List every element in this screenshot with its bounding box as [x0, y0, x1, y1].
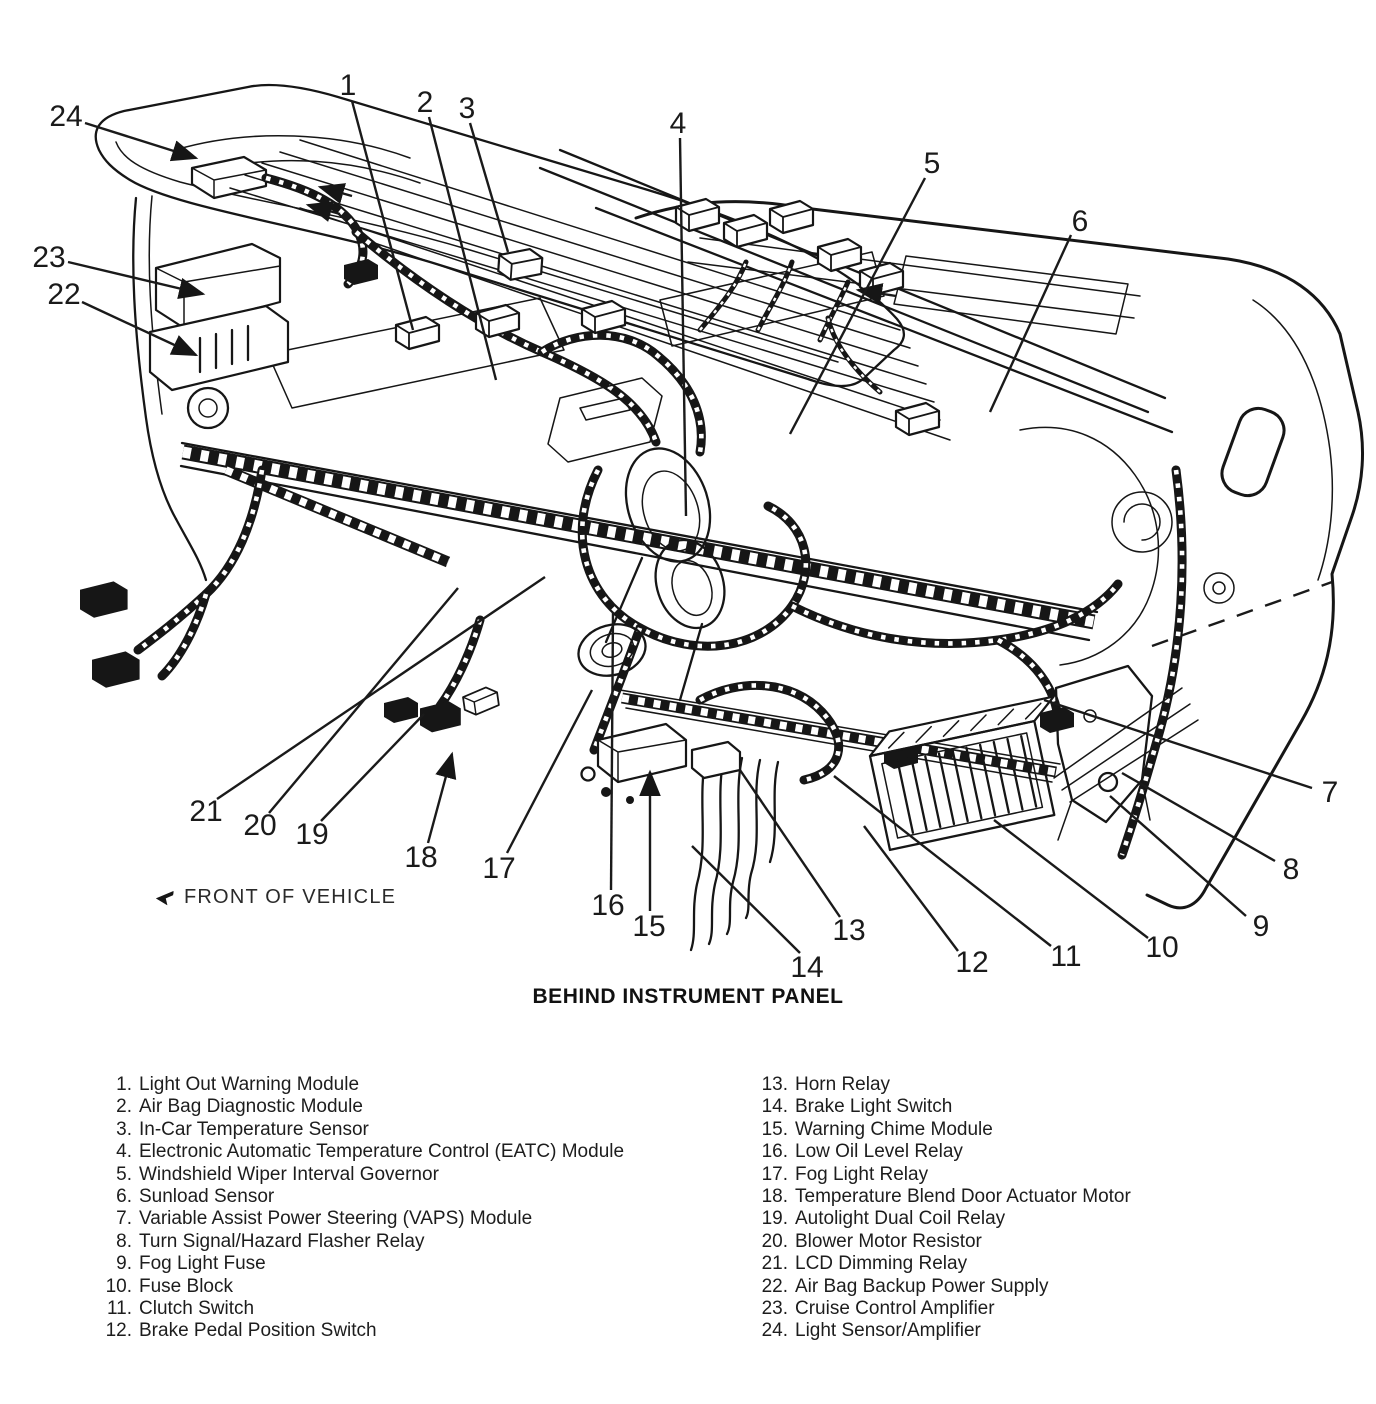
callout-15: 15 [632, 769, 666, 943]
figure-caption: BEHIND INSTRUMENT PANEL [532, 985, 844, 1008]
legend-item: 13.Horn Relay [761, 1074, 891, 1095]
legend-item: 12.Brake Pedal Position Switch [105, 1320, 377, 1342]
routing-arrows [305, 183, 897, 305]
callout-13: 13 [739, 769, 866, 947]
svg-text:5: 5 [924, 147, 941, 180]
legend-item: 6.Sunload Sensor [116, 1186, 275, 1208]
legend-item: 15.Warning Chime Module [761, 1118, 993, 1140]
dash-top-pad [94, 83, 905, 388]
heater-case-scrolls [1019, 426, 1235, 666]
panel-outline [267, 200, 1365, 910]
svg-text:24: 24 [49, 100, 82, 133]
harness-tubes [133, 173, 1187, 860]
callout-9: 9 [1109, 795, 1270, 943]
callout-12: 12 [863, 825, 989, 979]
svg-text:10: 10 [1145, 931, 1178, 964]
legend-item: 14.Brake Light Switch [761, 1096, 953, 1118]
svg-text:2: 2 [417, 86, 434, 119]
callout-10: 10 [993, 819, 1179, 964]
legend-item: 22.Air Bag Backup Power Supply [761, 1275, 1049, 1297]
front-direction-arrow-icon [155, 889, 173, 906]
legend-item: 23.Cruise Control Amplifier [761, 1298, 995, 1320]
svg-text:17: 17 [482, 852, 515, 885]
legend-left-column: 1.Light Out Warning Module 2.Air Bag Dia… [92, 1074, 624, 1343]
callout-16: 16 [591, 611, 625, 922]
callout-19: 19 [295, 713, 425, 851]
front-of-vehicle-text: FRONT OF VEHICLE [184, 886, 397, 908]
wiring-diagram-figure: 1 2 3 4 5 6 7 8 9 10 11 12 13 14 15 16 1… [32, 69, 1365, 984]
legend-item: 16.Low Oil Level Relay [761, 1141, 963, 1163]
callout-3: 3 [459, 92, 510, 253]
legend-item: 20.Blower Motor Resistor [761, 1230, 982, 1252]
callouts: 1 2 3 4 5 6 7 8 9 10 11 12 13 14 15 16 1… [32, 69, 1338, 984]
svg-text:20: 20 [243, 809, 276, 842]
callout-7: 7 [1043, 698, 1339, 809]
legend-item: 19.Autolight Dual Coil Relay [761, 1208, 1006, 1230]
legend-item: 3.In-Car Temperature Sensor [116, 1118, 369, 1140]
svg-text:21: 21 [189, 795, 222, 828]
legend-item: 10.Fuse Block [105, 1275, 233, 1297]
svg-text:6: 6 [1072, 205, 1089, 238]
svg-text:9: 9 [1253, 910, 1270, 943]
legend-item: 24.Light Sensor/Amplifier [761, 1320, 981, 1342]
svg-text:7: 7 [1322, 776, 1339, 809]
legend-item: 17.Fog Light Relay [761, 1163, 929, 1185]
svg-text:8: 8 [1283, 853, 1300, 886]
legend-item: 21.LCD Dimming Relay [761, 1253, 968, 1275]
callout-23: 23 [32, 241, 206, 299]
front-of-vehicle-label: FRONT OF VEHICLE [156, 886, 396, 909]
legend-item: 7.Variable Assist Power Steering (VAPS) … [116, 1208, 533, 1230]
callout-21: 21 [189, 576, 546, 828]
svg-text:13: 13 [832, 914, 865, 947]
svg-text:4: 4 [670, 107, 687, 140]
svg-text:3: 3 [459, 92, 476, 125]
legend-item: 18.Temperature Blend Door Actuator Motor [761, 1186, 1131, 1208]
svg-text:16: 16 [591, 889, 624, 922]
svg-text:22: 22 [47, 278, 80, 311]
callout-24: 24 [49, 100, 199, 162]
svg-text:19: 19 [295, 818, 328, 851]
relay-boxes [580, 722, 742, 804]
left-modules [132, 195, 290, 582]
legend-item: 8.Turn Signal/Hazard Flasher Relay [116, 1230, 425, 1252]
legend-right-column: 13.Horn Relay 14.Brake Light Switch 15.W… [748, 1074, 1131, 1343]
steering-column-area [547, 377, 726, 702]
legend-item: 2.Air Bag Diagnostic Module [116, 1096, 363, 1118]
column-boot-waves [689, 754, 780, 952]
callout-14: 14 [691, 845, 824, 984]
svg-text:14: 14 [790, 951, 823, 984]
svg-text:15: 15 [632, 910, 665, 943]
callout-6: 6 [988, 205, 1089, 413]
callout-11: 11 [833, 775, 1082, 973]
svg-text:12: 12 [955, 946, 988, 979]
svg-text:1: 1 [340, 69, 357, 102]
callout-17: 17 [482, 689, 594, 885]
callout-18: 18 [404, 751, 457, 874]
callout-4: 4 [670, 107, 688, 517]
callout-8: 8 [1121, 771, 1300, 886]
legend-item: 4.Electronic Automatic Temperature Contr… [116, 1141, 625, 1163]
callout-1: 1 [340, 69, 415, 331]
svg-text:11: 11 [1050, 940, 1081, 973]
svg-text:23: 23 [32, 241, 65, 274]
fuse-block [868, 695, 1056, 852]
callout-22: 22 [47, 278, 199, 357]
legend-item: 9.Fog Light Fuse [116, 1253, 266, 1275]
svg-text:18: 18 [404, 841, 437, 874]
callout-5: 5 [788, 147, 941, 435]
legend-item: 5.Windshield Wiper Interval Governor [116, 1163, 439, 1185]
callout-2: 2 [417, 86, 498, 381]
legend-item: 1.Light Out Warning Module [116, 1074, 360, 1095]
column-support-bracket [1053, 664, 1199, 841]
legend-item: 11.Clutch Switch [106, 1298, 255, 1320]
